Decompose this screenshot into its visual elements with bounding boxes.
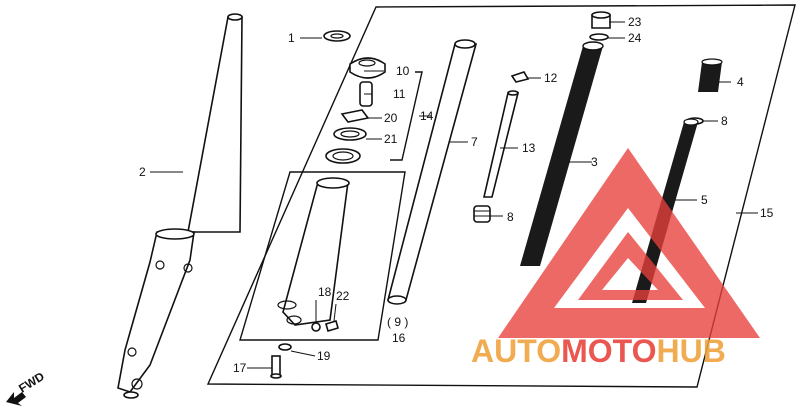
callout-24: 24	[628, 31, 642, 45]
callout-16: 16	[392, 331, 406, 345]
callout-labels: 1 2 3 4 5 6 7 8 8 ( 9 ) 10 11 12 13 14 1…	[139, 15, 774, 375]
callout-15: 15	[760, 206, 774, 220]
retaining-ring-21	[333, 127, 367, 141]
spring-4	[698, 58, 723, 92]
fork-tube-7	[386, 39, 478, 305]
callout-18: 18	[318, 285, 332, 299]
watermark-text: AUTOMOTOHUB	[471, 333, 726, 369]
callout-8a: 8	[507, 210, 514, 224]
callout-14: 14	[420, 109, 434, 123]
callout-5: 5	[701, 193, 708, 207]
callout-12: 12	[544, 71, 558, 85]
callout-23: 23	[628, 15, 642, 29]
callout-1: 1	[288, 31, 295, 45]
svg-text:AUTOMOTOHUB: AUTOMOTOHUB	[471, 333, 726, 369]
fork-spring-3	[520, 41, 604, 266]
o-ring-24	[589, 33, 609, 41]
watermark-moto: MOTO	[561, 333, 656, 369]
automotohub-watermark-logo	[498, 148, 760, 338]
fwd-label: FWD	[16, 369, 47, 396]
callout-3: 3	[591, 155, 598, 169]
oil-seal-14	[325, 148, 361, 164]
rebound-spring-8a	[473, 205, 491, 223]
washer-18	[311, 322, 321, 332]
fork-tube-assembly-2	[117, 13, 243, 399]
callout-13: 13	[522, 141, 536, 155]
callout-11: 11	[393, 87, 406, 101]
damper-rod-13	[482, 90, 520, 198]
leader-lines	[150, 21, 758, 369]
callout-2: 2	[139, 165, 146, 179]
bolt-22	[325, 320, 339, 332]
fork-bolt-23	[591, 11, 611, 29]
callout-22: 22	[336, 289, 350, 303]
fork-slider-9	[277, 177, 350, 326]
callout-7: 7	[471, 135, 478, 149]
callout-20: 20	[384, 111, 398, 125]
piston-ring-12	[510, 71, 530, 83]
fwd-arrow-icon	[6, 392, 26, 406]
callout-19: 19	[317, 349, 331, 363]
callout-10: 10	[396, 64, 410, 78]
watermark-hub: HUB	[656, 333, 725, 369]
washer-19	[278, 343, 292, 351]
inner-assembly-frame	[239, 171, 406, 341]
callout-4: 4	[737, 75, 744, 89]
callout-17: 17	[233, 361, 247, 375]
washer-20	[340, 109, 370, 123]
callout-9: ( 9 )	[387, 315, 408, 329]
callout-8b: 8	[721, 114, 728, 128]
watermark-auto: AUTO	[471, 333, 561, 369]
bracket-14	[390, 71, 423, 161]
bolt-17	[270, 355, 282, 379]
spacer-10	[349, 57, 386, 79]
callout-21: 21	[384, 132, 398, 146]
dust-seal-1	[323, 30, 351, 42]
